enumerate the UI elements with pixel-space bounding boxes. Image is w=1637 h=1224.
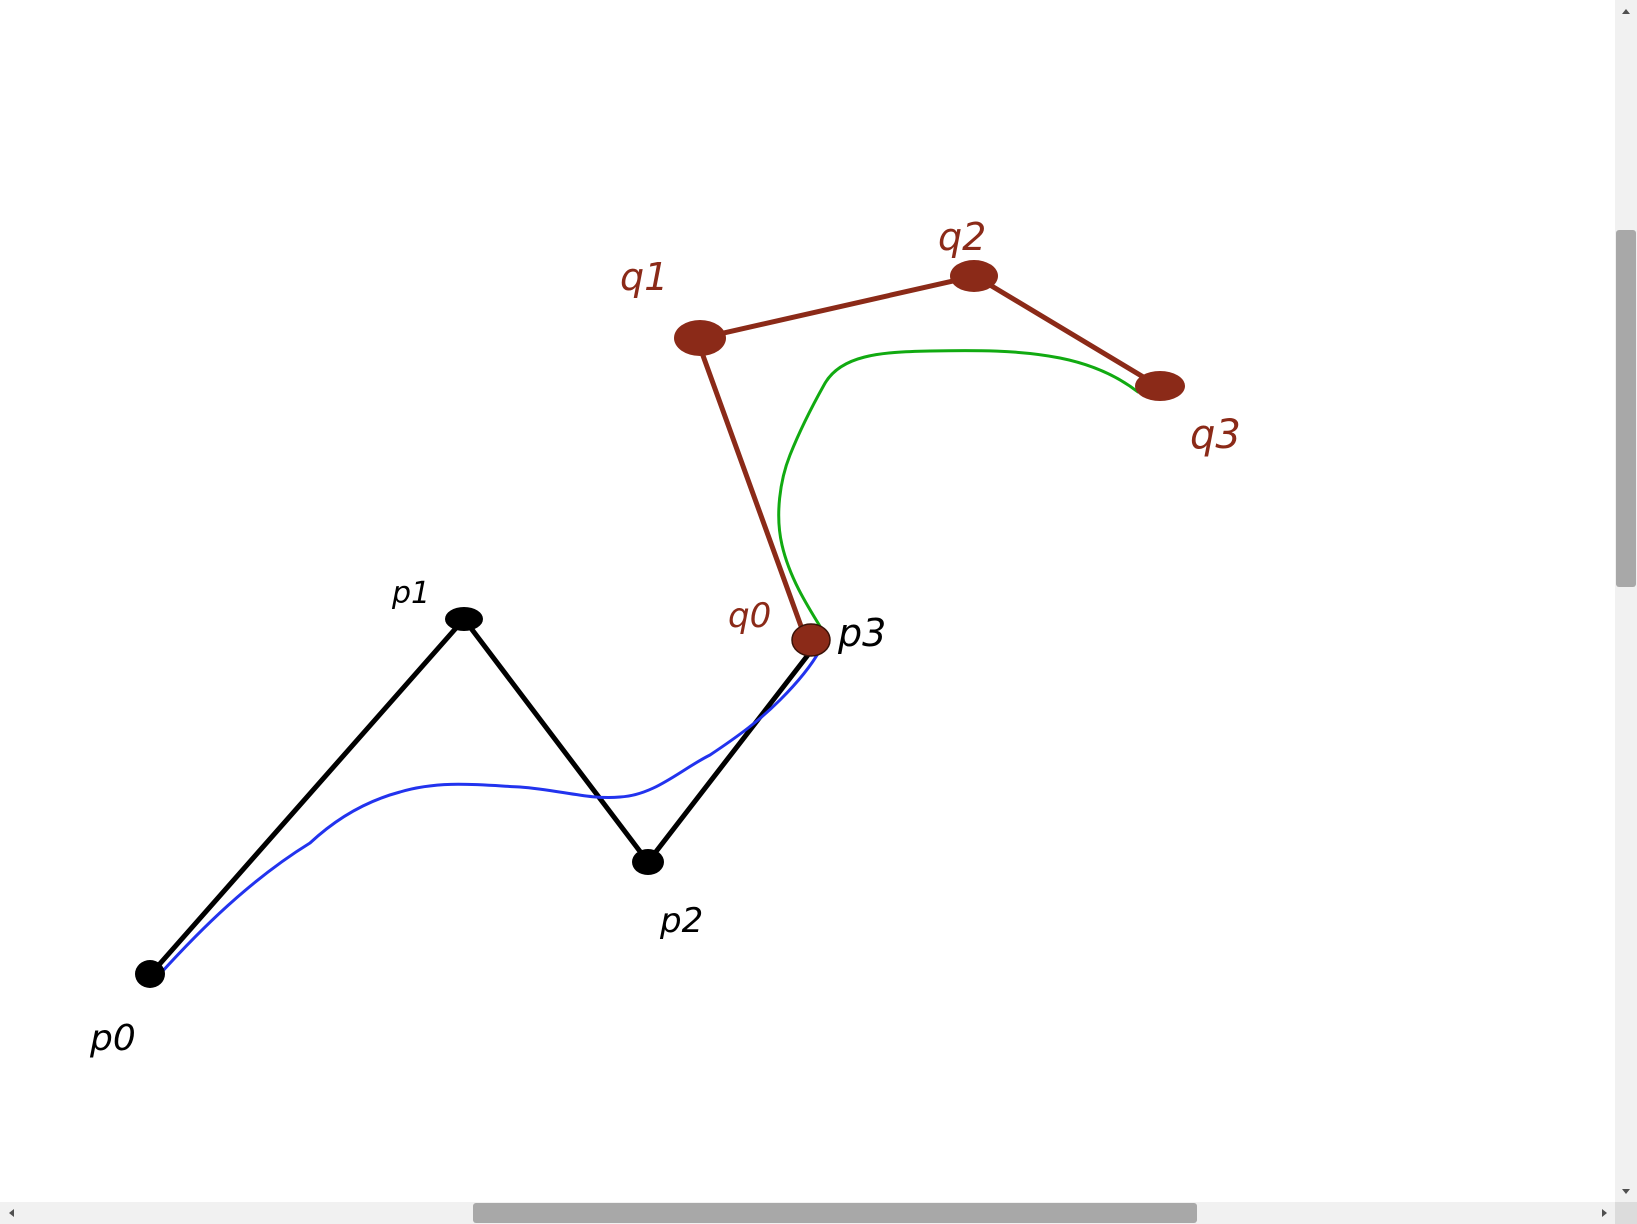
- green-bezier-curve: [777, 349, 1140, 638]
- vertical-scroll-thumb[interactable]: [1616, 230, 1636, 587]
- label-q1: q1: [620, 255, 668, 299]
- control-point-p1[interactable]: [445, 607, 483, 631]
- label-p3: p3: [837, 611, 886, 655]
- control-point-q3[interactable]: [1135, 371, 1185, 401]
- horizontal-scroll-thumb[interactable]: [473, 1203, 1197, 1223]
- scroll-left-button[interactable]: [0, 1202, 22, 1224]
- control-point-q2[interactable]: [950, 260, 998, 292]
- scroll-down-button[interactable]: [1615, 1180, 1637, 1202]
- arrow-down-icon: [1622, 1188, 1630, 1194]
- control-point-p2[interactable]: [632, 849, 664, 875]
- red-control-polygon: [693, 273, 1163, 643]
- arrow-left-icon: [8, 1209, 14, 1217]
- control-point-q1[interactable]: [674, 320, 726, 356]
- arrow-right-icon: [1601, 1209, 1607, 1217]
- bezier-diagram: p0 p1 p2 p3 q0 q1 q2 q3: [89, 215, 1241, 1059]
- label-q2: q2: [938, 215, 986, 259]
- scroll-up-button[interactable]: [1615, 0, 1637, 22]
- scroll-right-button[interactable]: [1593, 1202, 1615, 1224]
- label-p1: p1: [391, 576, 430, 611]
- blue-bezier-curve: [158, 648, 822, 976]
- label-q3: q3: [1190, 412, 1241, 458]
- label-q0: q0: [728, 596, 771, 636]
- arrow-up-icon: [1622, 8, 1630, 14]
- scrollbar-corner: [1615, 1202, 1637, 1224]
- drawing-canvas[interactable]: p0 p1 p2 p3 q0 q1 q2 q3: [0, 0, 1615, 1202]
- black-control-polygon: [147, 615, 821, 978]
- vertical-scrollbar[interactable]: [1615, 0, 1637, 1202]
- control-point-p0[interactable]: [135, 960, 165, 988]
- control-point-q0-p3[interactable]: [791, 623, 831, 657]
- label-p0: p0: [89, 1018, 136, 1059]
- label-p2: p2: [659, 901, 703, 941]
